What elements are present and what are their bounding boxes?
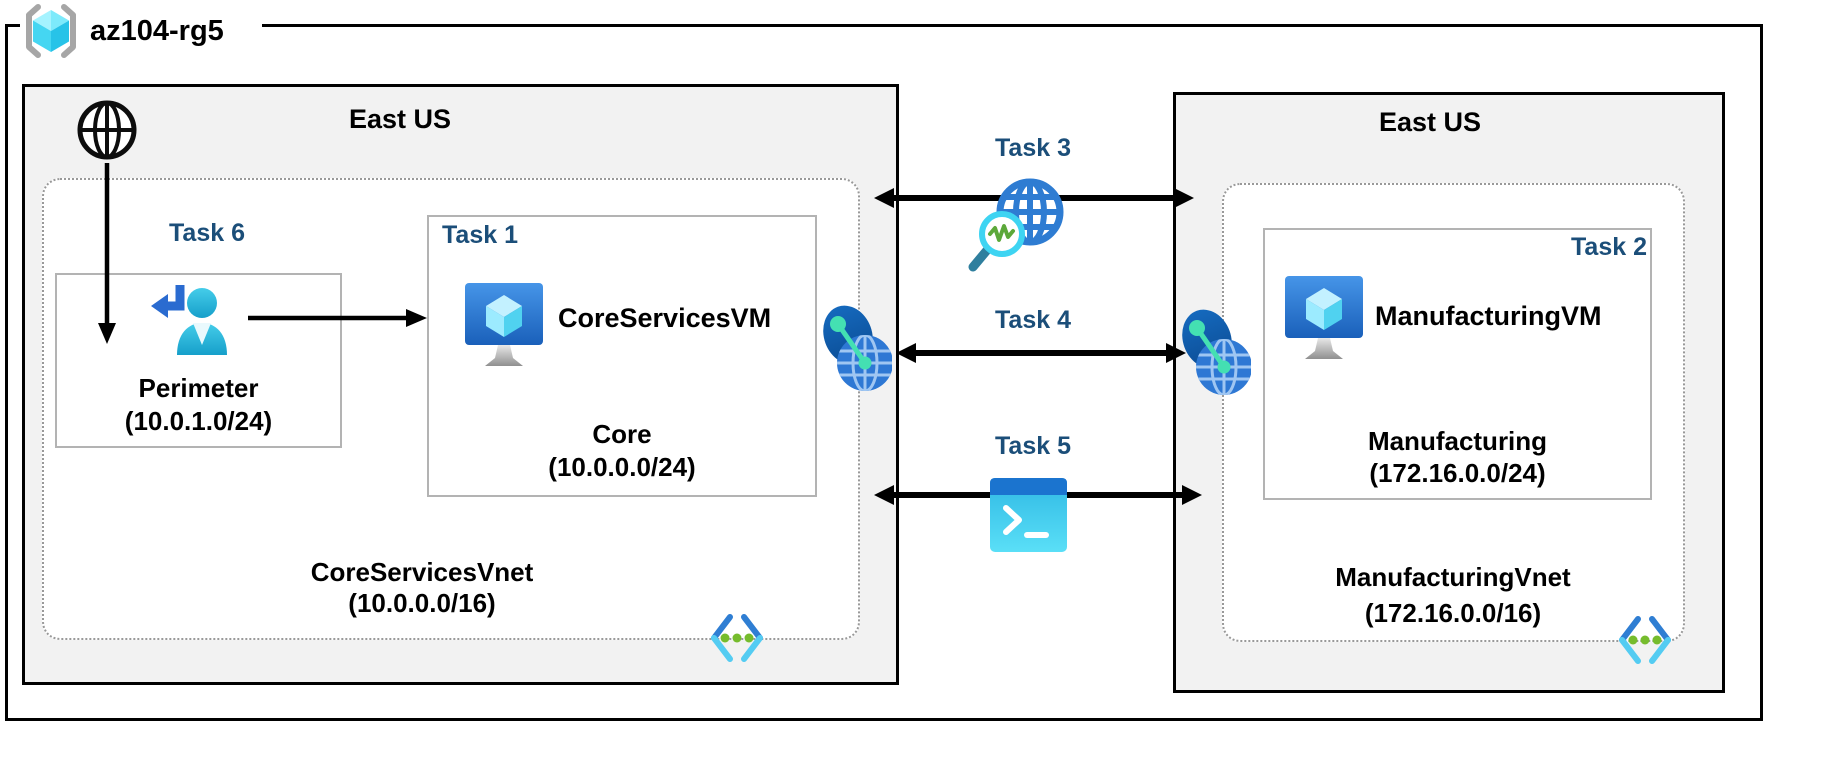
task5-label: Task 5 xyxy=(995,432,1071,460)
region-left-title: East US xyxy=(348,104,452,134)
resource-group-icon xyxy=(26,4,76,58)
cloud-shell-icon xyxy=(990,478,1067,552)
arrow-internet-to-perimeter xyxy=(98,163,116,344)
task3-label: Task 3 xyxy=(995,134,1071,162)
task6-label: Task 6 xyxy=(169,219,245,247)
perimeter-subnet-name: Perimeter xyxy=(138,373,259,403)
perimeter-subnet-cidr: (10.0.1.0/24) xyxy=(124,406,273,436)
core-vnet-cidr: (10.0.0.0/16) xyxy=(348,588,496,618)
task4-label: Task 4 xyxy=(995,306,1071,334)
task1-box xyxy=(427,215,817,497)
task4-arrow xyxy=(896,343,1186,363)
peering-icon-right xyxy=(1182,309,1251,395)
vm-icon-core xyxy=(465,283,543,366)
manufacturing-subnet-label: Manufacturing (172.16.0.0/24) xyxy=(1263,425,1652,489)
vm-icon-manufacturing xyxy=(1285,276,1363,359)
resource-group-label: az104-rg5 xyxy=(90,14,224,47)
internet-icon xyxy=(77,100,137,160)
task1-label: Task 1 xyxy=(442,221,518,249)
arrow-perimeter-to-vm xyxy=(248,309,427,327)
region-right-title: East US xyxy=(1378,107,1482,137)
manufacturing-vnet-name: ManufacturingVnet xyxy=(1335,562,1571,592)
core-subnet-label: Core (10.0.0.0/24) xyxy=(427,418,817,484)
manufacturing-vm-name: ManufacturingVM xyxy=(1375,301,1602,331)
signin-user-icon xyxy=(151,285,227,355)
core-subnet-name: Core xyxy=(592,419,652,449)
core-vnet-label: CoreServicesVnet (10.0.0.0/16) xyxy=(272,557,572,619)
manufacturing-subnet-cidr: (172.16.0.0/24) xyxy=(1369,458,1546,488)
task2-box xyxy=(1263,228,1652,500)
core-subnet-cidr: (10.0.0.0/24) xyxy=(548,452,696,482)
task2-label: Task 2 xyxy=(1571,233,1647,261)
core-vm-name: CoreServicesVM xyxy=(558,303,772,333)
manufacturing-subnet-name: Manufacturing xyxy=(1367,426,1548,456)
perimeter-subnet-label: Perimeter (10.0.1.0/24) xyxy=(55,372,342,438)
core-vnet-name: CoreServicesVnet xyxy=(310,557,534,587)
resource-group-header: az104-rg5 xyxy=(20,0,262,62)
network-watcher-icon xyxy=(968,178,1064,272)
vnet-icon-left xyxy=(711,614,763,662)
manufacturing-vnet-cidr: (172.16.0.0/16) xyxy=(1364,598,1542,628)
peering-icon-left xyxy=(823,305,892,391)
resource-group-box xyxy=(5,24,1763,721)
vnet-icon-right xyxy=(1619,616,1671,664)
manufacturing-vnet-label: ManufacturingVnet (172.16.0.0/16) xyxy=(1283,559,1623,631)
